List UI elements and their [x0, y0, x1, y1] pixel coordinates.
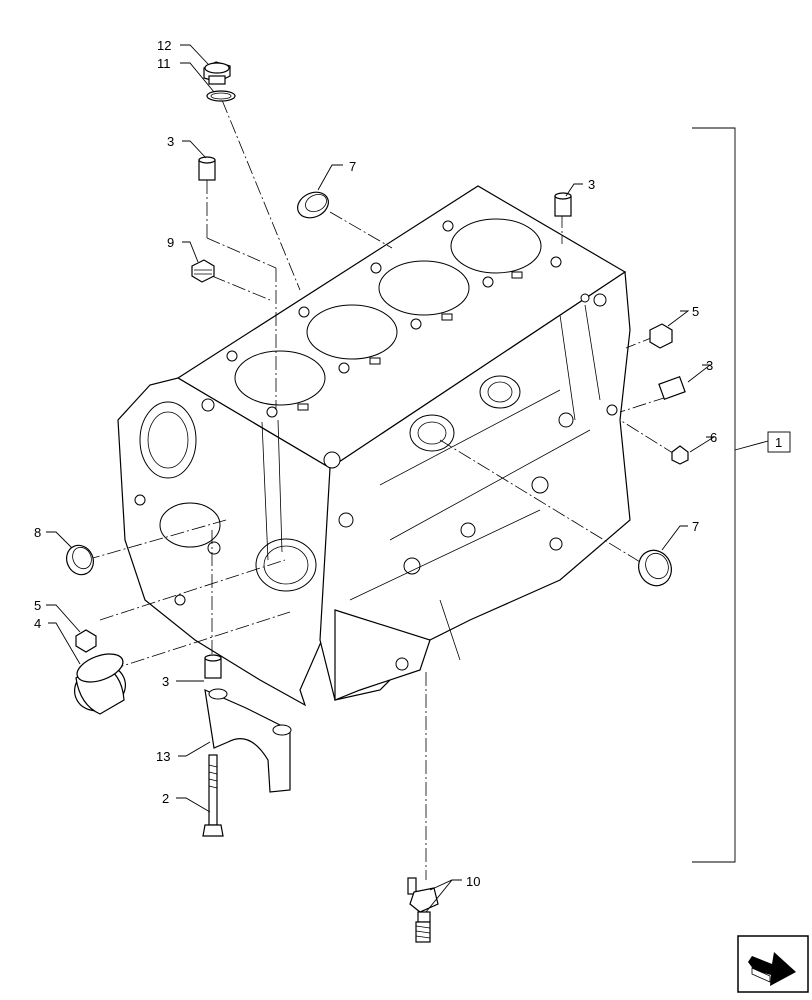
sensor-part-10 — [407, 877, 439, 943]
callout-10: 10 — [466, 874, 480, 889]
callout-12: 12 — [157, 38, 171, 53]
callout-8: 8 — [34, 525, 41, 540]
callout-2: 2 — [162, 791, 169, 806]
callout-leaders — [46, 44, 716, 913]
plug-part-12 — [203, 61, 231, 85]
callout-7-top: 7 — [349, 159, 356, 174]
bushing-part-4 — [74, 653, 126, 715]
dowel-part-3-top-left — [198, 156, 216, 181]
cup-plug-part-7-top — [297, 191, 329, 219]
plug-part-5-left — [75, 629, 97, 653]
callout-labels: 12 11 3 9 7 3 5 3 6 1 7 8 5 4 3 13 2 10 — [34, 38, 782, 889]
callout-3-bottom: 3 — [162, 674, 169, 689]
dowel-part-3-right — [658, 375, 686, 401]
next-page-arrow-icon[interactable] — [737, 935, 809, 993]
callout-11: 11 — [157, 56, 171, 71]
engine-block — [117, 185, 631, 707]
callout-3-top-left: 3 — [167, 134, 174, 149]
callout-5-right: 5 — [692, 304, 699, 319]
callout-box-1 — [767, 431, 791, 453]
seal-ring-part-11 — [206, 90, 236, 102]
callout-3-top-right: 3 — [588, 177, 595, 192]
callout-5-left: 5 — [34, 598, 41, 613]
callout-1: 1 — [775, 435, 782, 450]
plug-part-6 — [671, 445, 689, 465]
bearing-cap-part-13 — [204, 688, 292, 793]
assembly-bracket — [692, 127, 791, 863]
cup-plug-part-8 — [66, 544, 94, 576]
callout-3-right: 3 — [706, 358, 713, 373]
plug-part-9 — [191, 259, 215, 283]
callout-4: 4 — [34, 616, 41, 631]
bolt-part-2 — [202, 754, 224, 837]
dowel-part-3-top-right — [554, 192, 572, 217]
callout-6: 6 — [710, 430, 717, 445]
callout-7-right: 7 — [692, 519, 699, 534]
cup-plug-part-7-right — [638, 549, 672, 587]
callout-9: 9 — [167, 235, 174, 250]
plug-part-5-right — [649, 323, 673, 349]
callout-13: 13 — [156, 749, 170, 764]
dowel-part-3-bottom — [204, 654, 222, 679]
